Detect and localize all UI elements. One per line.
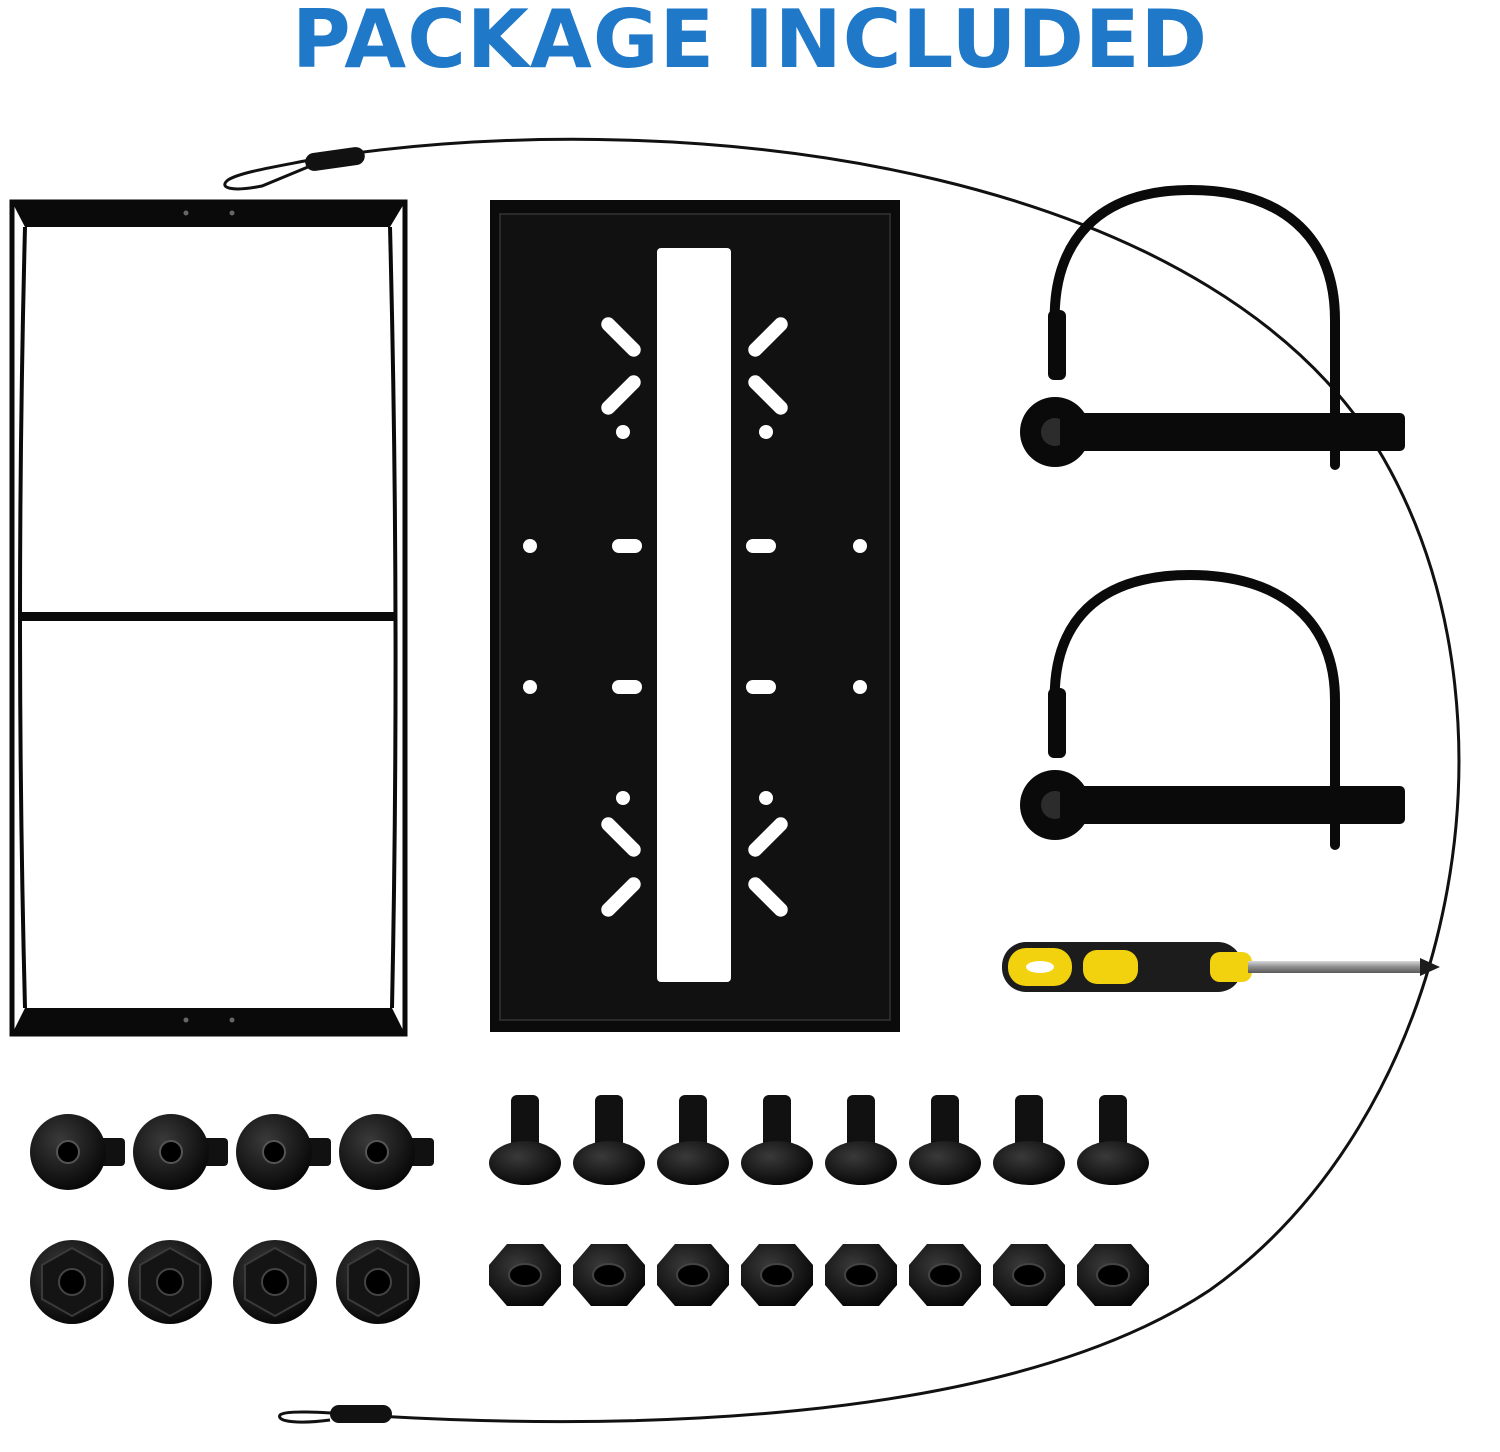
nut-icon <box>909 1244 981 1306</box>
base-plate <box>490 200 900 1032</box>
hex-nuts <box>489 1244 1149 1306</box>
nut-icon <box>657 1244 729 1306</box>
screw-icon <box>993 1095 1065 1185</box>
screw-icon <box>741 1095 813 1185</box>
screwdriver <box>1002 942 1440 992</box>
safety-cable <box>223 137 1461 1424</box>
nut-icon <box>993 1244 1065 1306</box>
screw-icon <box>339 1114 434 1190</box>
flange-screws <box>30 1114 434 1190</box>
cable-icon <box>319 137 1461 1423</box>
screw-icon <box>657 1095 729 1185</box>
screw-icon <box>133 1114 228 1190</box>
socket-screws <box>489 1095 1149 1185</box>
hitch-pin-top <box>1020 184 1405 470</box>
screw-icon <box>825 1095 897 1185</box>
open-frame <box>9 199 408 1037</box>
screw-icon <box>489 1095 561 1185</box>
screw-icon <box>909 1095 981 1185</box>
flange-nuts <box>30 1240 420 1324</box>
nut-icon <box>1077 1244 1149 1306</box>
screw-icon <box>573 1095 645 1185</box>
screw-icon <box>236 1114 331 1190</box>
nut-icon <box>573 1244 645 1306</box>
screw-icon <box>1077 1095 1149 1185</box>
nut-icon <box>489 1244 561 1306</box>
hitch-pin-bottom <box>1020 569 1405 850</box>
nut-icon <box>825 1244 897 1306</box>
screw-icon <box>30 1114 125 1190</box>
pin-icon <box>1049 569 1340 850</box>
pin-icon <box>1049 184 1340 470</box>
nut-icon <box>741 1244 813 1306</box>
page-title: PACKAGE INCLUDED <box>292 0 1208 86</box>
